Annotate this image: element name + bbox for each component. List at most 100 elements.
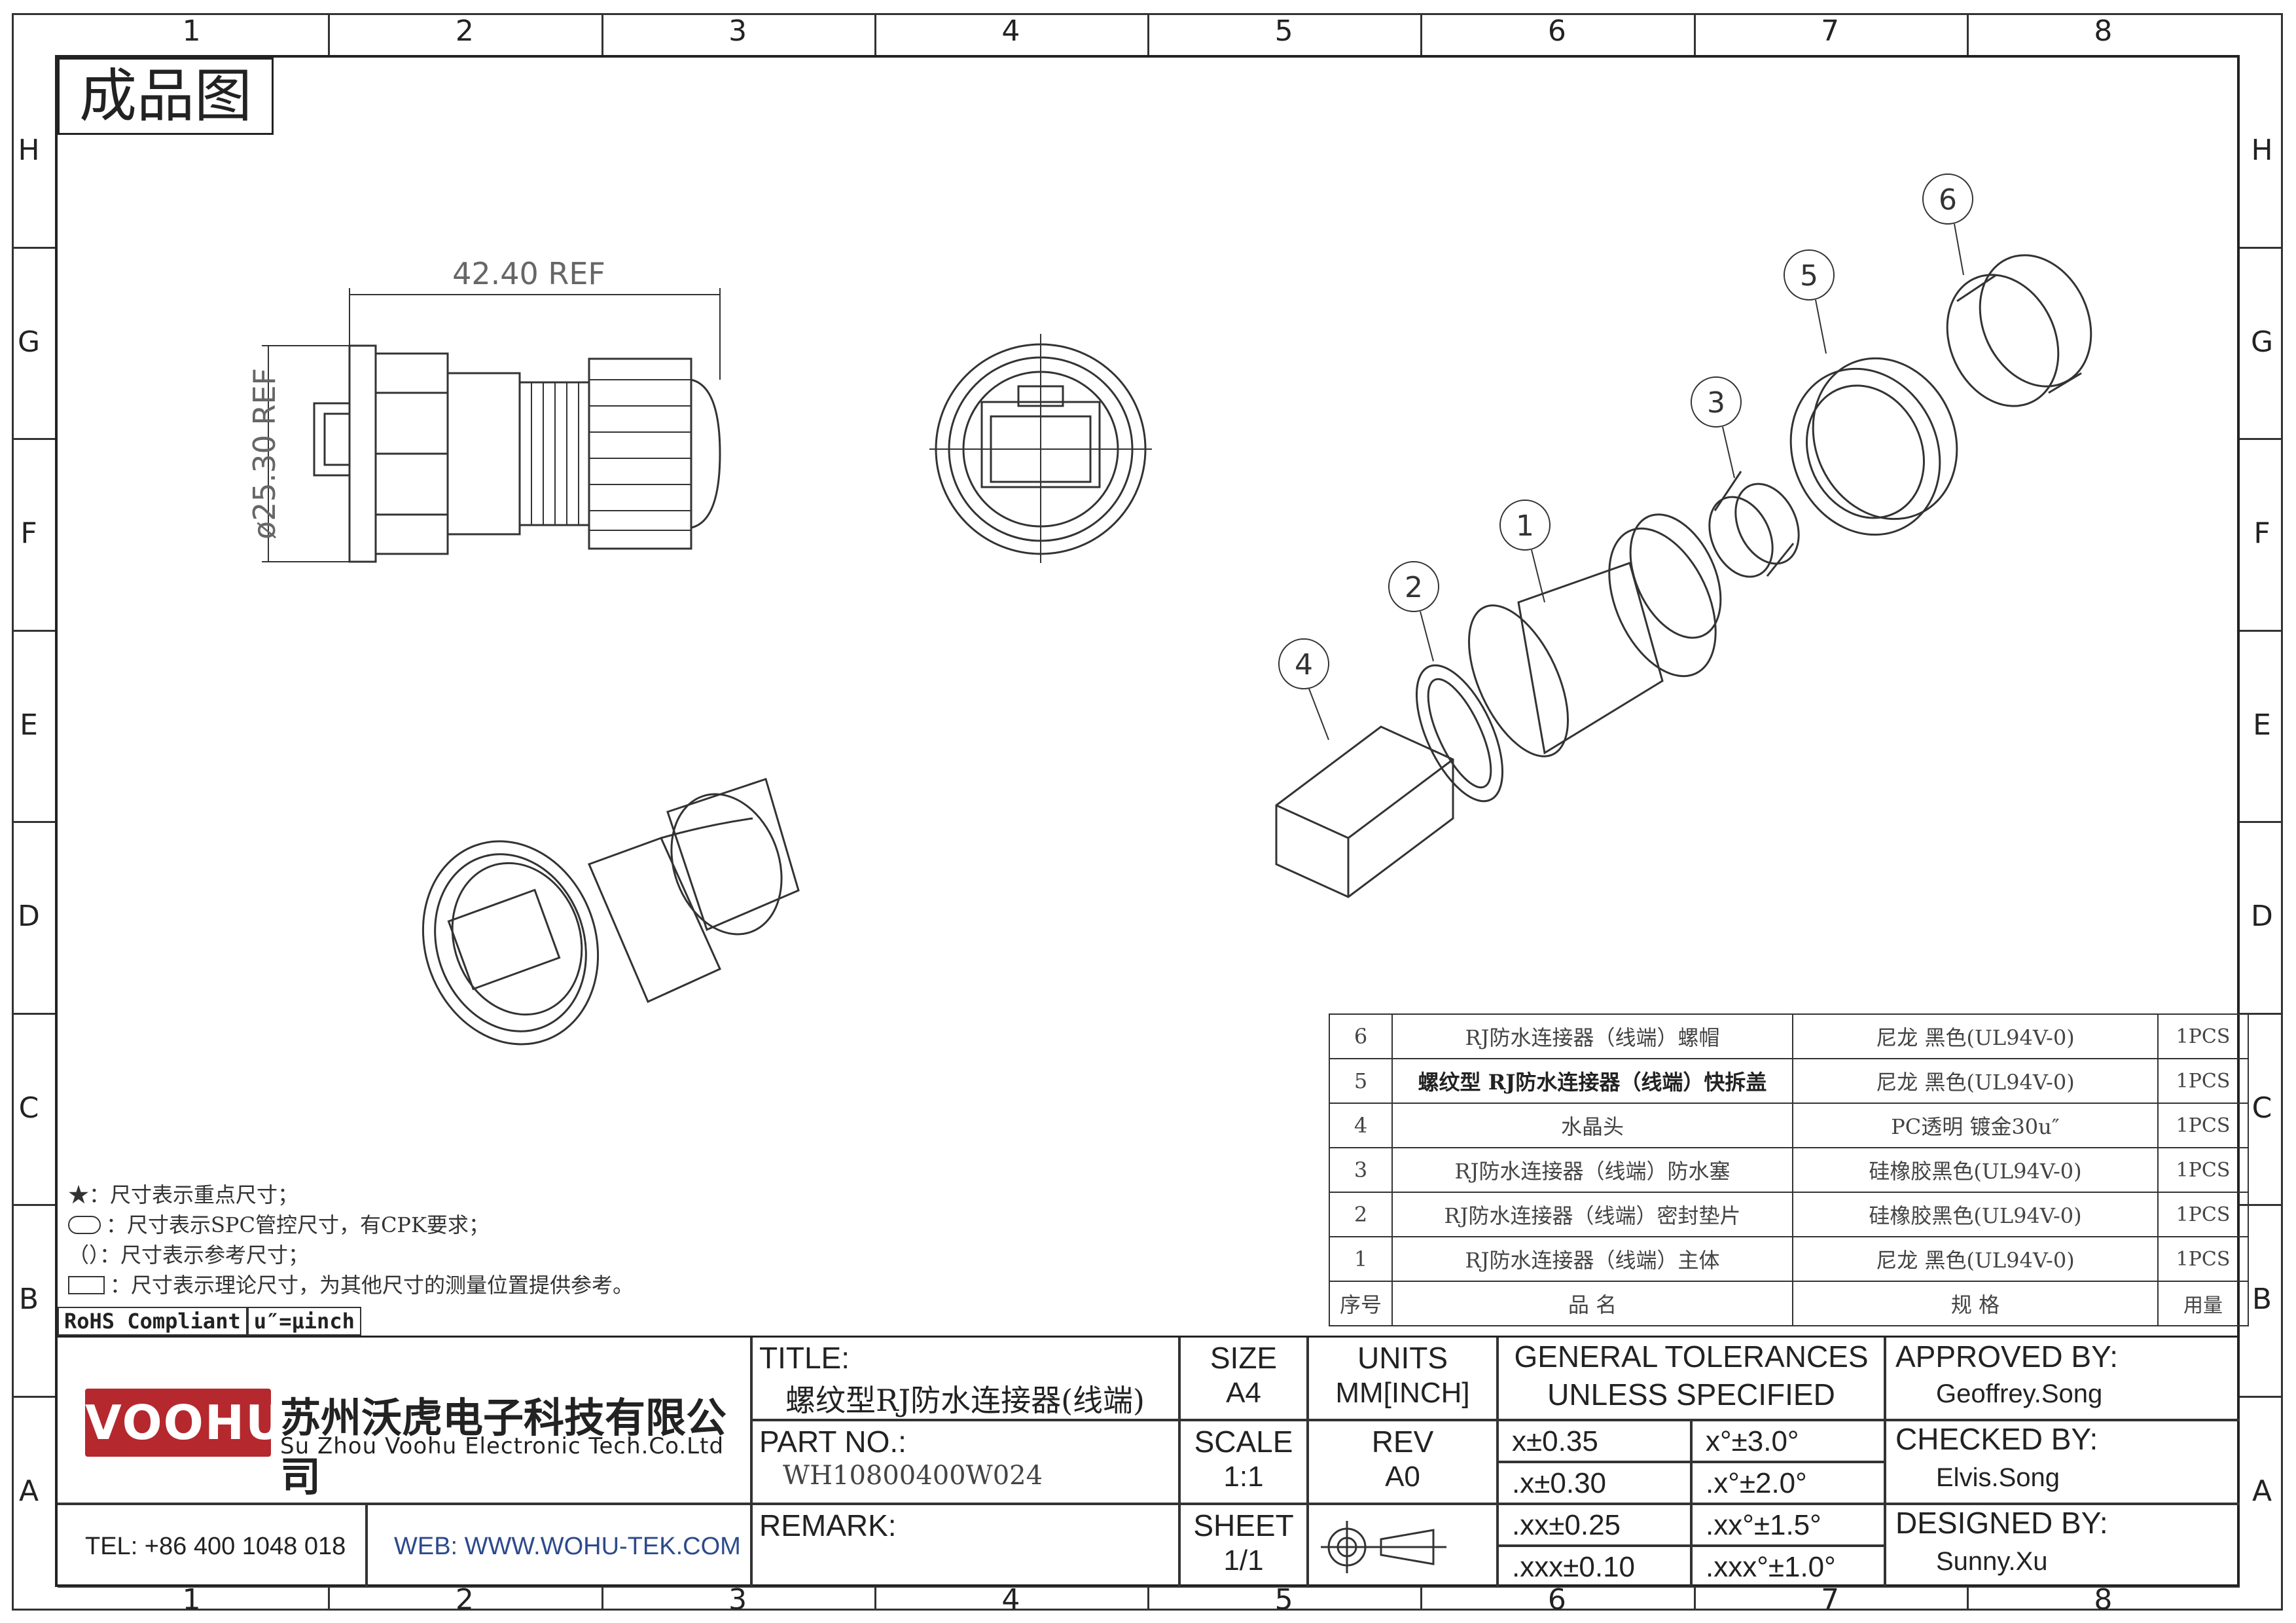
web-cell: WEB: WWW.WOHU-TEK.COM — [367, 1504, 751, 1588]
bom-row: 1 RJ防水连接器（线端）主体 尼龙 黑色(UL94V-0) 1PCS — [1329, 1236, 2249, 1282]
zone-column-divider-top — [1420, 13, 1423, 55]
title-value: 螺纹型RJ防水连接器(线端) — [785, 1383, 1145, 1418]
zone-row-divider-left — [12, 821, 55, 823]
zone-row-label-left: C — [18, 1091, 39, 1125]
rev-label: REV — [1371, 1425, 1434, 1459]
zone-row-label-right: B — [2251, 1283, 2272, 1317]
scale-cell: SCALE 1:1 — [1179, 1420, 1308, 1504]
bom-spec: 尼龙 黑色(UL94V-0) — [1792, 1058, 2159, 1104]
bom-name: 螺纹型 RJ防水连接器（线端）快拆盖 — [1391, 1058, 1793, 1104]
tol-lin-3-value: .xx±0.25 — [1512, 1509, 1621, 1541]
zone-row-divider-left — [12, 629, 55, 632]
zone-column-divider-bottom — [1147, 1587, 1149, 1611]
tol-lin-4: .xxx±0.10 — [1498, 1546, 1691, 1588]
tol-ang-2-value: .x°±2.0° — [1706, 1467, 1807, 1499]
exploded-view — [1275, 254, 2092, 898]
tol-lin-2: .x±0.30 — [1498, 1462, 1691, 1504]
bom-spec: 尼龙 黑色(UL94V-0) — [1792, 1236, 2159, 1282]
zone-column-label-top: 5 — [1274, 14, 1293, 48]
bom-name: RJ防水连接器（线端）防水塞 — [1391, 1147, 1793, 1193]
zone-column-divider-top — [328, 13, 331, 55]
size-cell: SIZE A4 — [1179, 1338, 1308, 1420]
product-drawing-label: 成品图 — [58, 58, 274, 135]
bom-row: 5 螺纹型 RJ防水连接器（线端）快拆盖 尼龙 黑色(UL94V-0) 1PCS — [1329, 1058, 2249, 1104]
tol-lin-2-value: .x±0.30 — [1512, 1467, 1607, 1499]
title-cell: TITLE: 螺纹型RJ防水连接器(线端) — [751, 1338, 1179, 1420]
note-star-text: ★：尺寸表示重点尺寸； — [68, 1182, 299, 1207]
bom-spec: PC透明 镀金30u″ — [1792, 1103, 2159, 1148]
scale-value: 1:1 — [1223, 1461, 1264, 1493]
balloon-2: 2 — [1405, 571, 1423, 604]
zone-row-label-right: G — [2250, 325, 2274, 359]
title-block: VOOHU 苏州沃虎电子科技有限公司 Su Zhou Voohu Electro… — [58, 1336, 2240, 1588]
logo-text: VOOHU — [85, 1395, 285, 1450]
remark-label: REMARK: — [759, 1508, 897, 1542]
balloon-1: 1 — [1516, 509, 1534, 543]
oval-symbol-icon — [68, 1216, 101, 1234]
zone-row-label-left: A — [18, 1474, 39, 1508]
tel-cell: TEL: +86 400 1048 018 — [58, 1504, 367, 1588]
part-cell: PART NO.: WH10800400W024 — [751, 1420, 1179, 1504]
dim-length-label: 42.40 REF — [452, 256, 605, 291]
zone-row-divider-right — [2240, 821, 2283, 823]
bom-qty: 1PCS — [2157, 1103, 2249, 1148]
tol-ang-4: .xxx°±1.0° — [1691, 1546, 1885, 1588]
zone-row-label-left: D — [18, 900, 40, 934]
zone-column-label-top: 1 — [182, 14, 201, 48]
zone-row-divider-left — [12, 1204, 55, 1206]
zone-column-label-top: 3 — [728, 14, 747, 48]
bom-name: 水晶头 — [1391, 1103, 1793, 1148]
zone-row-label-right: H — [2251, 134, 2273, 168]
tol-ang-3-value: .xx°±1.5° — [1706, 1509, 1821, 1541]
title-label: TITLE: — [759, 1341, 850, 1375]
zone-column-label-top: 7 — [1821, 14, 1840, 48]
units-value: MM[INCH] — [1335, 1377, 1470, 1409]
zone-row-divider-right — [2240, 438, 2283, 440]
tol-ang-1: x°±3.0° — [1691, 1420, 1885, 1462]
sheet-value: 1/1 — [1223, 1544, 1264, 1577]
bom-header-row: 序号 品 名 规 格 用量 — [1329, 1281, 2249, 1326]
rev-value: A0 — [1385, 1461, 1420, 1493]
checked-cell: CHECKED BY: Elvis.Song — [1885, 1420, 2240, 1504]
size-value: A4 — [1226, 1377, 1261, 1409]
first-angle-projection-icon — [1321, 1521, 1446, 1573]
bom-spec: 硅橡胶黑色(UL94V-0) — [1792, 1147, 2159, 1193]
bom-name: RJ防水连接器（线端）密封垫片 — [1391, 1192, 1793, 1237]
zone-column-label-bottom: 6 — [1547, 1583, 1566, 1616]
zone-column-label-bottom: 5 — [1274, 1583, 1293, 1616]
rohs-strip: RoHS Compliant u″=μinch — [58, 1307, 361, 1336]
isometric-assembled-view — [422, 778, 800, 1046]
zone-row-label-left: F — [20, 517, 37, 551]
balloon-6: 6 — [1939, 183, 1957, 217]
bom-table: 6 RJ防水连接器（线端）螺帽 尼龙 黑色(UL94V-0) 1PCS 5 螺纹… — [1329, 1013, 2249, 1326]
front-view — [929, 334, 1152, 563]
zone-column-label-bottom: 4 — [1001, 1583, 1020, 1616]
bom-header-qty: 用量 — [2157, 1281, 2249, 1326]
bom-no: 6 — [1329, 1013, 1393, 1059]
tol-ang-2: .x°±2.0° — [1691, 1462, 1885, 1504]
zone-row-label-left: H — [18, 134, 40, 168]
zone-row-label-right: C — [2251, 1091, 2272, 1125]
zone-column-divider-bottom — [1693, 1587, 1696, 1611]
rect-symbol-icon — [68, 1276, 105, 1294]
bom-qty: 1PCS — [2157, 1013, 2249, 1059]
zone-column-label-bottom: 1 — [182, 1583, 201, 1616]
projection-cell — [1308, 1504, 1498, 1588]
rev-cell: REV A0 — [1308, 1420, 1498, 1504]
balloon-5: 5 — [1800, 259, 1818, 293]
note-oval-text: ：尺寸表示SPC管控尺寸，有CPK要求； — [106, 1213, 490, 1237]
units-cell: UNITS MM[INCH] — [1308, 1338, 1498, 1420]
bom-no: 1 — [1329, 1236, 1393, 1282]
approved-cell: APPROVED BY: Geoffrey.Song — [1885, 1338, 2240, 1420]
rohs-compliant: RoHS Compliant — [58, 1307, 247, 1336]
tol-lin-1-value: x±0.35 — [1512, 1425, 1598, 1457]
zone-row-label-right: A — [2251, 1474, 2272, 1508]
checked-label: CHECKED BY: — [1895, 1422, 2098, 1456]
bom-row: 6 RJ防水连接器（线端）螺帽 尼龙 黑色(UL94V-0) 1PCS — [1329, 1013, 2249, 1059]
zone-row-divider-right — [2240, 1204, 2283, 1206]
company-name-cn: 苏州沃虎电子科技有限公司 — [280, 1394, 727, 1501]
units-label: UNITS — [1357, 1341, 1448, 1375]
note-paren: （）：尺寸表示参考尺寸； — [68, 1240, 634, 1270]
bom-name: RJ防水连接器（线端）螺帽 — [1391, 1013, 1793, 1059]
